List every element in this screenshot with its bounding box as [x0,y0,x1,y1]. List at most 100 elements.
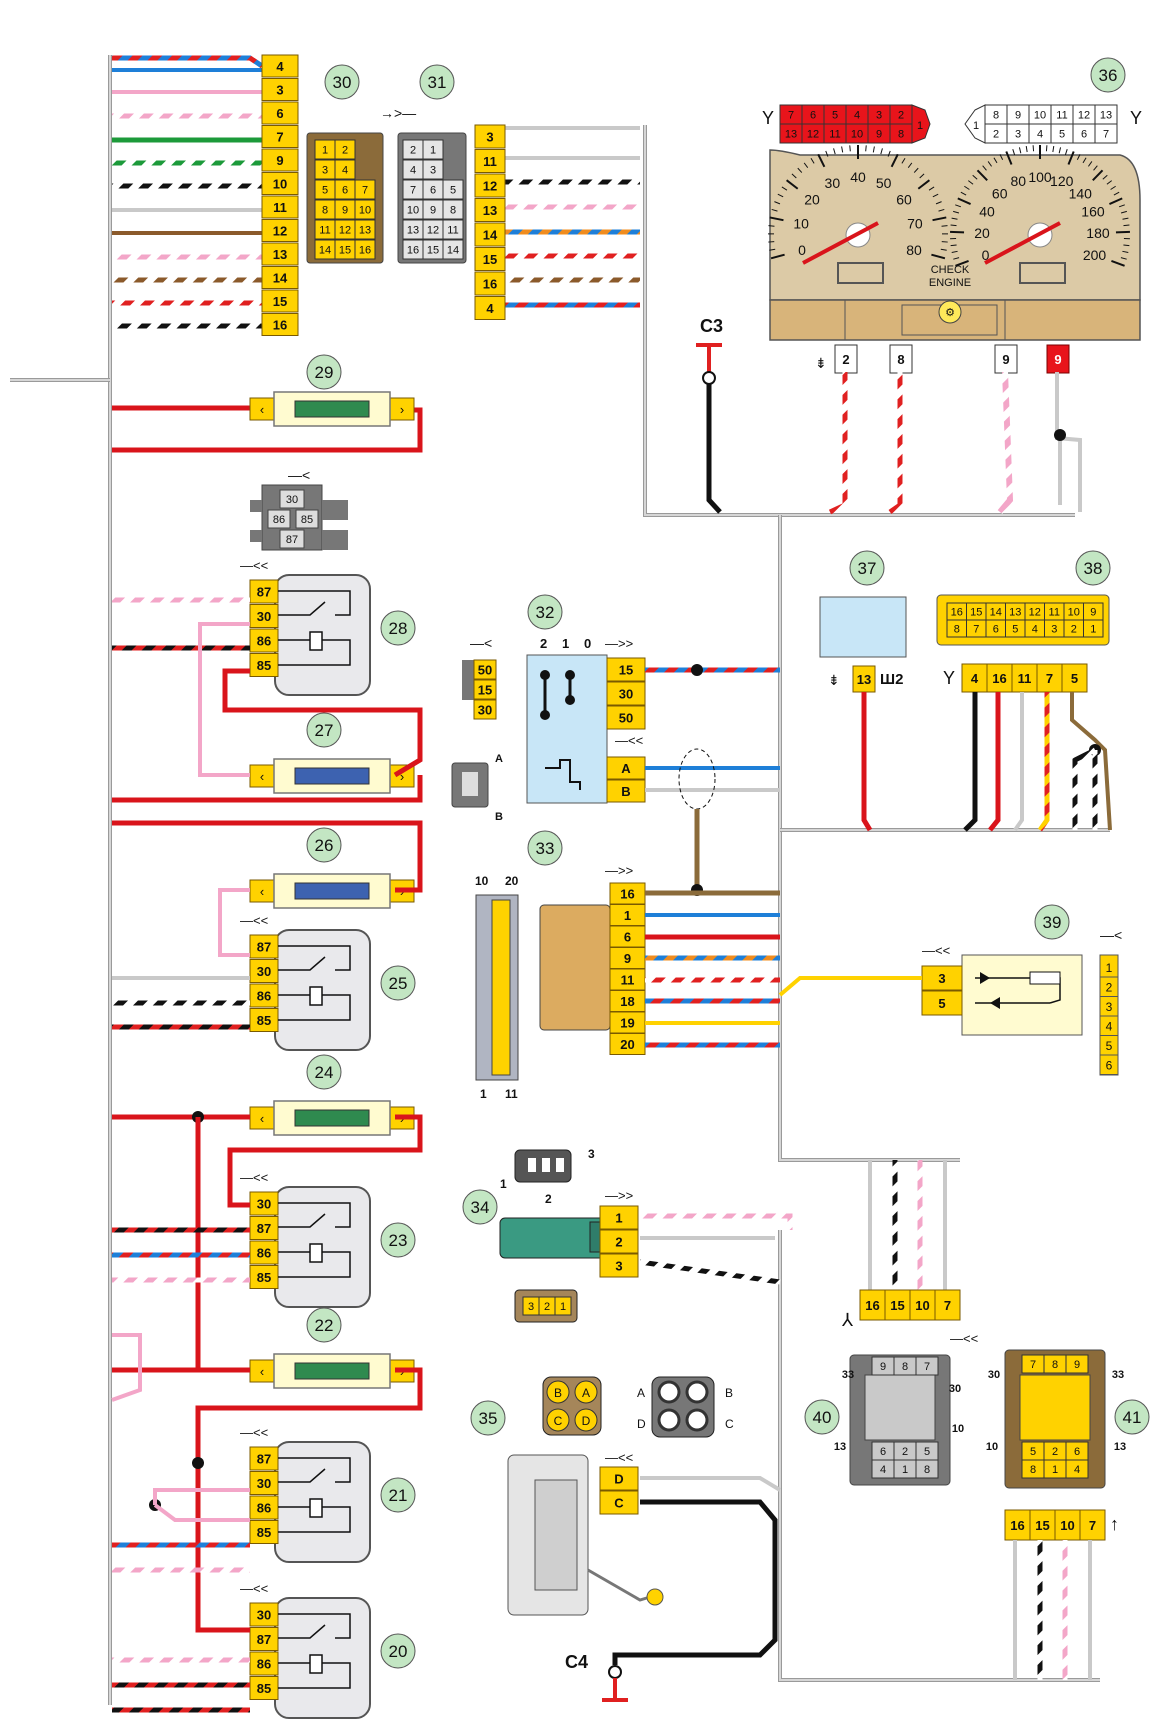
conn-41-cell: 9 [1065,1354,1089,1374]
svg-text:11: 11 [1056,110,1067,122]
connector-30-pin: 4 [261,54,299,78]
block-31-cell: 3 [422,159,444,180]
svg-text:C: C [554,1414,563,1428]
svg-text:36: 36 [1099,66,1118,85]
svg-text:—<: —< [1100,927,1122,943]
svg-text:35: 35 [479,1409,498,1428]
block-30-cell: 12 [334,219,356,240]
relay-pin: 30 [249,1191,279,1216]
svg-text:9: 9 [1054,352,1061,367]
svg-text:6: 6 [342,185,348,197]
svg-text:7: 7 [1046,671,1053,686]
svg-text:86: 86 [257,1501,271,1516]
badge-36: 36 [1090,57,1126,93]
svg-text:31: 31 [428,73,447,92]
svg-text:7: 7 [410,185,416,197]
block-30-cell: 8 [314,199,336,220]
cluster-white-pin: 8 [984,104,1008,125]
svg-text:9: 9 [624,951,631,966]
fuse-24: ‹› [249,1100,415,1136]
gauge-label: 30 [825,175,841,191]
block-31-cell: 12 [422,219,444,240]
svg-text:4: 4 [880,1464,886,1476]
conn-41-pin: 15 [1029,1509,1056,1541]
block-31-cell: 2 [402,139,424,160]
gauge-label: 180 [1086,225,1110,241]
svg-text:8: 8 [1052,1359,1058,1371]
conn-41-pin: 7 [1079,1509,1106,1541]
svg-text:3: 3 [322,165,328,177]
svg-text:8: 8 [993,110,999,122]
svg-text:16: 16 [951,607,963,619]
cluster-red-pin: 10 [845,123,869,144]
connector-30-pin: 13 [261,242,299,266]
svg-text:13: 13 [1009,607,1021,619]
connector-30-pin: 9 [261,148,299,172]
svg-text:10: 10 [1034,110,1046,122]
svg-text:16: 16 [620,887,634,902]
svg-text:—<<: —<< [240,558,268,573]
svg-text:1: 1 [917,120,923,132]
engine-icon: ⚙ [945,307,955,319]
gauge-label: 10 [793,216,809,232]
switch-position: 2 [540,636,547,651]
pump-plug-pin: C [546,1408,570,1432]
relay-pin: 87 [249,1216,279,1240]
relay-socket-icon: 30 86 85 87 —< [250,467,348,551]
svg-text:20: 20 [505,874,519,888]
svg-text:87: 87 [257,1452,271,1467]
relay-pin: 30 [249,1471,279,1495]
svg-text:11: 11 [1018,671,1032,686]
gauge-tick [1067,151,1075,165]
svg-text:9: 9 [880,1361,886,1373]
svg-text:3: 3 [276,83,283,98]
diag-cell: 15 [966,602,987,621]
svg-text:5: 5 [938,996,945,1011]
badge-27: 27 [306,712,342,748]
svg-text:30: 30 [257,1197,271,1212]
cluster-red-pin: 2 [889,104,913,125]
block-31-cell: 11 [442,219,464,240]
svg-text:—<: —< [470,635,492,651]
block-31-cell: 6 [422,179,444,200]
sensor-plug-pin: 3 [522,1296,540,1316]
svg-text:8: 8 [322,205,328,217]
svg-text:8: 8 [450,205,456,217]
diag-cell: 1 [1083,619,1104,638]
svg-text:10: 10 [407,205,419,217]
connector-31-pin: 15 [474,247,506,271]
svg-text:10: 10 [475,874,489,888]
lamp-pin: 3 [921,965,963,991]
ecu-pin: 11 [609,968,646,991]
conn-40-cell: 5 [915,1441,939,1461]
block-31-cell: 4 [402,159,424,180]
svg-text:6: 6 [880,1446,886,1458]
fuse-29-body: ‹› [249,391,415,427]
svg-text:11: 11 [319,225,330,237]
conn-40-label: 30 [949,1383,961,1395]
pump-pin: D [599,1466,639,1491]
svg-text:3: 3 [876,110,882,122]
connector-30-pin: 16 [261,313,299,336]
cluster-pin: 8 [889,344,913,374]
connector-30-pin: 7 [261,125,299,148]
cluster-white-pin: 10 [1028,104,1052,125]
diag-cell: 9 [1083,602,1104,621]
svg-text:4: 4 [854,110,860,122]
cluster-red-pin: 6 [801,104,825,125]
svg-text:12: 12 [339,225,351,237]
gauge-tick [1005,151,1013,165]
svg-text:10: 10 [1068,607,1080,619]
connector-30-pin: 10 [261,172,299,195]
badge-39: 39 [1034,904,1070,940]
svg-text:D: D [582,1414,591,1428]
svg-text:3: 3 [615,1259,622,1274]
relay-pin: 86 [249,1240,279,1265]
svg-text:86: 86 [257,1246,271,1261]
svg-text:87: 87 [286,534,298,546]
svg-text:Y: Y [1130,108,1142,128]
